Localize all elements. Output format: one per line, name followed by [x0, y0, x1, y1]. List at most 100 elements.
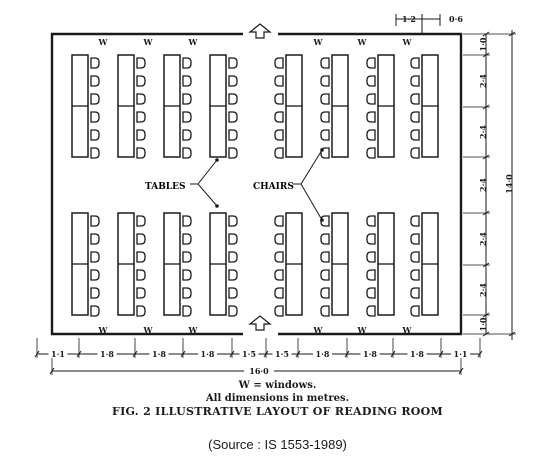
chair	[136, 93, 146, 105]
chairs-group	[90, 57, 420, 317]
bottom-dimension-value: 1·8	[100, 349, 114, 359]
bottom-dimension-value: 1·8	[363, 349, 377, 359]
callout-dot	[215, 204, 219, 208]
chair	[410, 233, 420, 245]
chair	[274, 251, 284, 263]
chair	[228, 251, 238, 263]
chair	[182, 129, 192, 141]
dimension-tick	[508, 331, 516, 337]
chair	[228, 129, 238, 141]
chair	[320, 269, 330, 281]
chair	[366, 147, 376, 159]
chair	[228, 233, 238, 245]
chair	[182, 75, 192, 87]
label-backing	[313, 349, 332, 359]
label-backing	[48, 349, 68, 359]
chair	[410, 305, 420, 317]
chair	[274, 215, 284, 227]
chair	[320, 75, 330, 87]
chair	[366, 269, 376, 281]
chair	[90, 111, 100, 123]
chair	[366, 233, 376, 245]
tables-group	[71, 54, 439, 316]
label-backing	[360, 349, 380, 359]
window-marker: W	[402, 325, 413, 335]
overall-right-value: 14·0	[504, 174, 514, 194]
chair	[90, 129, 100, 141]
window-marker: W	[313, 37, 324, 47]
chair	[136, 111, 146, 123]
chair	[90, 215, 100, 227]
chair	[410, 93, 420, 105]
chair	[320, 305, 330, 317]
chair	[136, 233, 146, 245]
window-marker: W	[402, 37, 413, 47]
chair	[320, 287, 330, 299]
chair	[366, 111, 376, 123]
label-backing	[407, 349, 427, 359]
chair	[90, 251, 100, 263]
chair	[410, 269, 420, 281]
source-citation: (Source : IS 1553-1989)	[208, 437, 347, 452]
chair	[182, 93, 192, 105]
label-backing	[244, 366, 274, 376]
chair	[228, 305, 238, 317]
chair	[366, 93, 376, 105]
bottom-dimension-value: 1·8	[410, 349, 424, 359]
chair	[320, 57, 330, 69]
chair	[90, 75, 100, 87]
door-arrow-icon	[248, 315, 272, 331]
bottom-dimension-value: 1·5	[275, 349, 289, 359]
door-arrows	[248, 23, 272, 331]
window-marker: W	[98, 325, 109, 335]
figure-title: FIG. 2 ILLUSTRATIVE LAYOUT OF READING RO…	[111, 405, 444, 418]
chair	[320, 93, 330, 105]
door-arrow-icon	[248, 23, 272, 39]
chair	[90, 287, 100, 299]
chair	[136, 57, 146, 69]
chair	[136, 251, 146, 263]
window-legend: W = windows.	[238, 380, 317, 391]
chair	[182, 287, 192, 299]
wall-right	[278, 32, 463, 336]
wall-left	[50, 32, 243, 336]
top-dimension-value: 1·2	[402, 14, 416, 24]
chair	[366, 251, 376, 263]
tables-callout-line	[197, 159, 218, 207]
chairs-callout-line	[300, 149, 323, 221]
right-dimension-value: 2·4	[478, 125, 488, 139]
chair	[228, 111, 238, 123]
chair	[274, 269, 284, 281]
chair	[274, 57, 284, 69]
chair	[182, 233, 192, 245]
chair	[228, 215, 238, 227]
chair	[136, 305, 146, 317]
chair	[274, 111, 284, 123]
label-backing	[239, 349, 259, 359]
chair	[410, 129, 420, 141]
right-dimension-value: 2·4	[478, 283, 488, 297]
bottom-dimension-value: 1·5	[242, 349, 256, 359]
window-marker: W	[357, 37, 368, 47]
chair	[410, 215, 420, 227]
chair	[410, 111, 420, 123]
chair	[136, 147, 146, 159]
room-walls	[50, 32, 463, 336]
window-marker: W	[357, 325, 368, 335]
chair	[136, 269, 146, 281]
chair	[90, 93, 100, 105]
chair	[410, 251, 420, 263]
right-dimension-value: 2·4	[478, 178, 488, 192]
label-backing	[451, 349, 470, 359]
right-dimension-value: 2·4	[478, 232, 488, 246]
window-marker: W	[143, 325, 154, 335]
chair	[366, 129, 376, 141]
callout-dot	[215, 158, 219, 162]
chair	[182, 111, 192, 123]
chair	[182, 147, 192, 159]
chair	[182, 269, 192, 281]
bottom-dimension-value: 1·8	[201, 349, 215, 359]
